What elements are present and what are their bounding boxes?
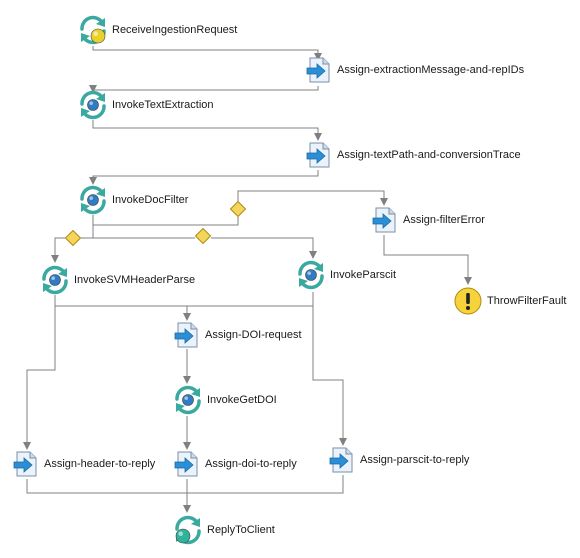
node-label: ReplyToClient	[207, 524, 275, 536]
edge-parscit-to-parscit-to-reply	[312, 292, 347, 446]
node-assign-textpath[interactable]: Assign-textPath-and-conversionTrace	[305, 141, 521, 169]
node-assign-extraction-message[interactable]: Assign-extractionMessage-and-repIDs	[305, 56, 524, 84]
node-label: InvokeGetDOI	[207, 394, 277, 406]
node-invoke-svm-header-parse[interactable]: InvokeSVMHeaderParse	[40, 264, 195, 296]
assign-icon	[306, 142, 330, 168]
node-reply-to-client[interactable]: ReplyToClient	[173, 514, 275, 546]
node-invoke-docfilter[interactable]: InvokeDocFilter	[78, 184, 188, 216]
node-label: Assign-textPath-and-conversionTrace	[337, 149, 521, 161]
assign-icon	[372, 207, 396, 233]
gateway-diamond-3[interactable]	[194, 227, 212, 245]
edge-svm-to-header-to-reply	[23, 306, 56, 450]
edge-assign-textpath-to-docfilter	[89, 170, 319, 185]
node-label: ThrowFilterFault	[487, 295, 567, 307]
node-label: Assign-header-to-reply	[44, 458, 156, 470]
node-receive-ingestion-request[interactable]: ReceiveIngestionRequest	[78, 14, 237, 46]
node-invoke-parscit[interactable]: InvokeParscit	[296, 259, 396, 291]
gateway-diamond-1[interactable]	[229, 200, 247, 218]
invoke-icon	[175, 385, 201, 415]
edge-gateway-2-to-svm	[51, 237, 65, 263]
invoke-icon	[42, 265, 68, 295]
assign-icon	[306, 57, 330, 83]
node-label: InvokeSVMHeaderParse	[74, 274, 196, 286]
node-invoke-text-extraction[interactable]: InvokeTextExtraction	[78, 89, 214, 121]
node-invoke-get-doi[interactable]: InvokeGetDOI	[173, 384, 277, 416]
node-label: ReceiveIngestionRequest	[112, 24, 238, 36]
node-label: InvokeDocFilter	[112, 194, 189, 206]
edge-parscit-to-join	[187, 475, 344, 494]
node-label: Assign-parscit-to-reply	[360, 454, 470, 466]
reply-icon	[175, 515, 201, 545]
invoke-icon	[80, 185, 106, 215]
assign-icon	[329, 447, 353, 473]
node-assign-header-to-reply[interactable]: Assign-header-to-reply	[12, 450, 155, 478]
warning-icon	[454, 287, 482, 315]
gateway-diamond-2[interactable]	[64, 229, 82, 247]
invoke-icon	[80, 90, 106, 120]
edge-invoke-to-assign-textpath	[92, 120, 322, 141]
edge-header-to-join	[26, 479, 187, 494]
receive-icon	[80, 15, 106, 45]
node-label: Assign-DOI-request	[205, 329, 302, 341]
edge-join-to-assign-doi-request	[183, 305, 313, 321]
node-label: Assign-filterError	[403, 214, 485, 226]
node-assign-doi-to-reply[interactable]: Assign-doi-to-reply	[173, 450, 297, 478]
node-label: Assign-extractionMessage-and-repIDs	[337, 64, 525, 76]
node-assign-doi-request[interactable]: Assign-DOI-request	[173, 321, 302, 349]
assign-icon	[174, 451, 198, 477]
node-label: Assign-doi-to-reply	[205, 458, 297, 470]
node-assign-filter-error[interactable]: Assign-filterError	[371, 206, 485, 234]
edge-gateway-1-to-assign-filter-error	[237, 190, 388, 206]
edge-receive-to-assign-extraction	[92, 46, 322, 61]
edge-assign-filter-error-to-throw	[383, 235, 472, 285]
node-label: InvokeTextExtraction	[112, 99, 214, 111]
node-throw-filter-fault[interactable]: ThrowFilterFault	[453, 286, 566, 316]
assign-icon	[174, 322, 198, 348]
edge-docfilter-to-gateway-1	[92, 215, 239, 226]
invoke-icon	[298, 260, 324, 290]
node-assign-parscit-to-reply[interactable]: Assign-parscit-to-reply	[328, 446, 469, 474]
edge-gateway-3-to-parscit	[211, 237, 317, 259]
node-label: InvokeParscit	[330, 269, 397, 281]
assign-icon	[13, 451, 37, 477]
